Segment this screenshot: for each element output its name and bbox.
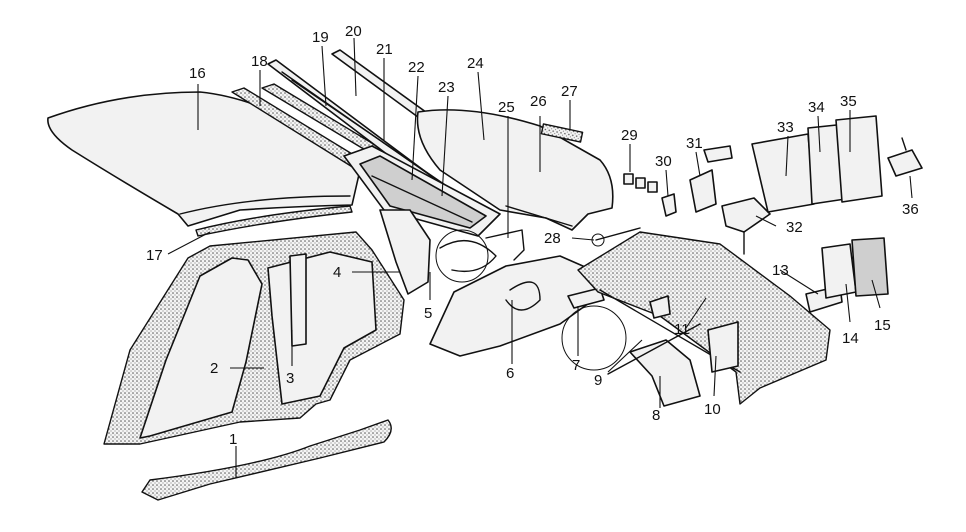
- rear-window: [343, 145, 501, 237]
- callout-27: 27: [561, 83, 578, 100]
- rubber-buffers: [623, 173, 658, 193]
- wheel-arch: [561, 287, 627, 371]
- callout-15: 15: [874, 317, 891, 334]
- plate-lamp: [805, 237, 889, 313]
- striker-bracket: [689, 169, 717, 213]
- callout-36: 36: [902, 201, 919, 218]
- callout-21: 21: [376, 41, 393, 58]
- callout-17: 17: [146, 247, 163, 264]
- trunk-lid: [416, 109, 614, 231]
- callout-2: 2: [210, 360, 218, 377]
- callout-32: 32: [786, 219, 803, 236]
- rear-floor-panel: [429, 229, 597, 357]
- callout-16: 16: [189, 65, 206, 82]
- rear-lamps: [751, 115, 883, 213]
- roof-panel: [47, 91, 361, 227]
- callout-30: 30: [655, 153, 672, 170]
- inner-quarter-panel: [379, 209, 431, 295]
- callout-35: 35: [840, 93, 857, 110]
- callout-29: 29: [621, 127, 638, 144]
- bumper-brackets: [607, 295, 739, 407]
- callout-4: 4: [333, 264, 341, 281]
- callout-23: 23: [438, 79, 455, 96]
- callout-7: 7: [572, 357, 580, 374]
- callout-20: 20: [345, 23, 362, 40]
- callout-24: 24: [467, 55, 484, 72]
- callout-1: 1: [229, 431, 237, 448]
- rear-bumper: [577, 231, 831, 405]
- callout-13: 13: [772, 262, 789, 279]
- drip-moulding: [195, 205, 353, 237]
- callout-18: 18: [251, 53, 268, 70]
- callout-28: 28: [544, 230, 561, 247]
- callout-3: 3: [286, 370, 294, 387]
- lock-assembly: [721, 197, 771, 255]
- sill-panel: [141, 419, 392, 501]
- callout-9: 9: [594, 372, 602, 389]
- callout-11: 11: [674, 321, 690, 338]
- rear-strut: [485, 229, 525, 261]
- callout-31: 31: [686, 135, 703, 152]
- model-badge: [540, 123, 584, 143]
- leader-lines: [167, 37, 913, 478]
- callout-26: 26: [530, 93, 547, 110]
- callout-14: 14: [842, 330, 859, 347]
- callout-33: 33: [777, 119, 794, 136]
- bulb-holder: [887, 137, 923, 177]
- callout-22: 22: [408, 59, 425, 76]
- callout-19: 19: [312, 29, 329, 46]
- callout-8: 8: [652, 407, 660, 424]
- callout-25: 25: [498, 99, 515, 116]
- callout-labels: 1 2 3 4 5 6 7 8 9 10 11 13 14 15 16 17 1…: [146, 23, 919, 448]
- callout-34: 34: [808, 99, 825, 116]
- callout-5: 5: [424, 305, 432, 322]
- callout-6: 6: [506, 365, 514, 382]
- lock-cylinder: [661, 145, 733, 217]
- side-body-frame: [103, 231, 405, 445]
- callout-10: 10: [704, 401, 721, 418]
